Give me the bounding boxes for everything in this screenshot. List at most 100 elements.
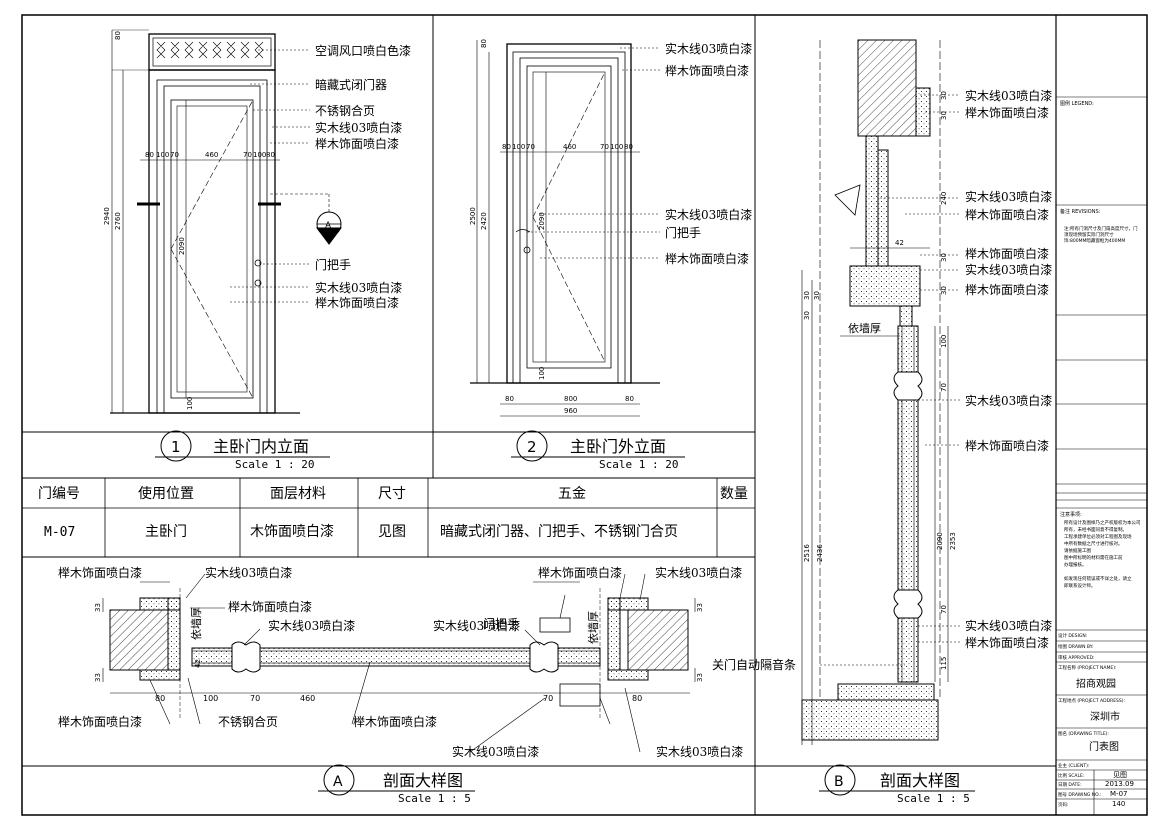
drawing-title: 门表图 [1089,740,1119,753]
section-a-title: A 剖面大样图 Scale 1 : 5 [318,764,475,805]
dim-bottom-2: 100 [538,367,546,380]
section-a-mark: A [333,774,343,790]
dim-a-7: 460 [300,694,315,703]
sheet-frame [21,14,1148,816]
date-label: 日期 DATE: [1058,782,1082,788]
scale-value: 见图 [1113,771,1127,779]
elevation-2-scale: Scale 1 : 20 [599,458,678,471]
dim-a-6: 70 [250,694,260,703]
section-a-drawing [102,573,696,753]
dim-a-11: 33 [696,673,704,682]
schedule-cell-material: 木饰面喷白漆 [250,524,334,540]
note-2: 所有，未经书面同意不得复制。 [1064,526,1127,533]
dim-b-12: 2090 [936,532,944,550]
callout-a-9: 依墙厚 [189,607,203,640]
dim-b-15: 115 [940,657,948,670]
schedule-header-material: 面层材料 [270,486,326,502]
dim-a-2: 42 [194,659,202,668]
drawing-no-value: M-07 [1110,790,1127,798]
callout-1-7: 实木线03喷白漆 [315,280,402,295]
client-label: 业主 (CLIENT): [1058,762,1089,769]
door-schedule: 门编号 使用位置 面层材料 尺寸 五金 数量 M-07 主卧门 木饰面喷白漆 见… [38,485,748,540]
title-block [1056,96,1147,815]
callout-1-4: 实木线03喷白漆 [315,120,402,135]
dim-b-8: 30 [813,291,821,300]
callout-2-5: 榉木饰面喷白漆 [665,251,749,266]
dim-a-1: 80 [145,151,154,159]
dim-b-2: 100 [512,143,525,151]
schedule-cell-hardware: 暗藏式闭门器、门把手、不锈钢门合页 [440,524,678,540]
dim-a-2: 80 [502,143,511,151]
address-label: 工程地点 (PROJECT ADDRESS): [1058,697,1125,704]
dim-inner-2: 800 [564,395,577,403]
callout-b-9: 榉木饰面喷白漆 [965,438,1049,453]
dim-a-5: 100 [203,694,218,703]
dim-d-1: 70 [243,151,252,159]
dim-e-2: 100 [610,143,623,151]
schedule-cell-no: M-07 [44,525,75,540]
callout-a-11: 榉木饰面喷白漆 [58,714,142,729]
note-10: 即联系设计师。 [1064,582,1096,589]
dim-b-10: 100 [940,335,948,348]
dim-b-16: 2516 [803,544,811,562]
page-label: 页码: [1058,801,1069,808]
ac-vent-grille [148,33,276,71]
callout-b-3: 实木线03喷白漆 [965,189,1052,204]
dim-outer-2: 960 [564,407,577,415]
callout-b-7: 榉木饰面喷白漆 [965,282,1049,297]
dim-leaf-2: 2090 [538,212,546,230]
dim-f2-2: 80 [625,395,634,403]
note-9: 如发现任何错误或不详之处，请立 [1064,575,1132,582]
dim-b-9: 30 [803,311,811,320]
dim-a-3: 33 [94,673,102,682]
callout-a-3: 榉木饰面喷白漆 [228,599,312,614]
note-1: 所有设计及图样乃之产权版权为本公司 [1064,519,1141,526]
drawing-no-label: 图号 DRAWING NO.: [1058,792,1101,798]
section-b-texts: 实木线03喷白漆 榉木饰面喷白漆 实木线03喷白漆 榉木饰面喷白漆 榉木饰面喷白… [712,88,1052,672]
revision-note-1: 注:所有门洞尺寸及门扇高度尺寸，门 [1064,225,1138,232]
section-mark-a: A [325,221,332,231]
dim-e-1: 100 [253,151,266,159]
legend-label: 图例 LEGEND: [1060,100,1094,107]
elevation-1-inner [110,29,342,414]
callout-a-2: 实木线03喷白漆 [205,565,292,580]
scale-label: 比例 SCALE: [1058,772,1084,779]
callout-b-12: 关门自动隔音条 [712,657,796,672]
schedule-header-size: 尺寸 [378,486,406,502]
callout-b-5: 榉木饰面喷白漆 [965,246,1049,261]
callout-2-3: 实木线03喷白漆 [665,207,752,222]
callout-a-14: 实木线03喷白漆 [452,744,539,759]
callout-1-6: 门把手 [315,257,351,272]
date-value: 2013.09 [1105,780,1134,788]
callout-b-11: 榉木饰面喷白漆 [965,635,1049,650]
elevation-2-title: 2 主卧门外立面 Scale 1 : 20 [511,430,685,471]
section-b-title: B 剖面大样图 Scale 1 : 5 [819,764,975,805]
dim-b-4: 42 [895,239,904,247]
section-b-title-text: 剖面大样图 [880,771,960,790]
section-a-scale: Scale 1 : 5 [398,792,471,805]
dim-a-10: 33 [696,603,704,612]
dim-total-1: 2940 [103,207,111,225]
dim-door-2: 2420 [480,212,488,230]
callout-a-10: 依墙厚 [586,611,600,644]
dim-b-6: 30 [940,286,948,295]
dim-a2-2: 80 [505,395,514,403]
dim-a-9: 80 [632,694,642,703]
dim-b-17: 2436 [816,544,824,562]
section-b-drawing [801,39,960,745]
schedule-cell-size: 见图 [378,524,406,540]
note-5: 请依据施工图 [1064,547,1091,554]
revision-note-3: 饰:800MM暗藏窗框为400MM [1064,237,1125,244]
callout-1-1: 空调风口喷白色漆 [315,43,411,58]
project-name: 招商观园 [1076,677,1116,690]
title-block-texts: 图例 LEGEND: 备注 REVISIONS: 注:所有门洞尺寸及门扇高度尺寸… [1058,100,1141,808]
callout-a-15: 实木线03喷白漆 [656,744,743,759]
dim-f-2: 80 [624,143,633,151]
elevation-1-number: 1 [171,438,181,456]
callout-b-8: 实木线03喷白漆 [965,393,1052,408]
callout-a-7: 实木线03喷白漆 [655,565,742,580]
dim-b-1: 30 [940,91,948,100]
dim-b-13: 2353 [949,532,957,550]
callout-a-1: 榉木饰面喷白漆 [58,565,142,580]
schedule-header-no: 门编号 [38,486,80,502]
